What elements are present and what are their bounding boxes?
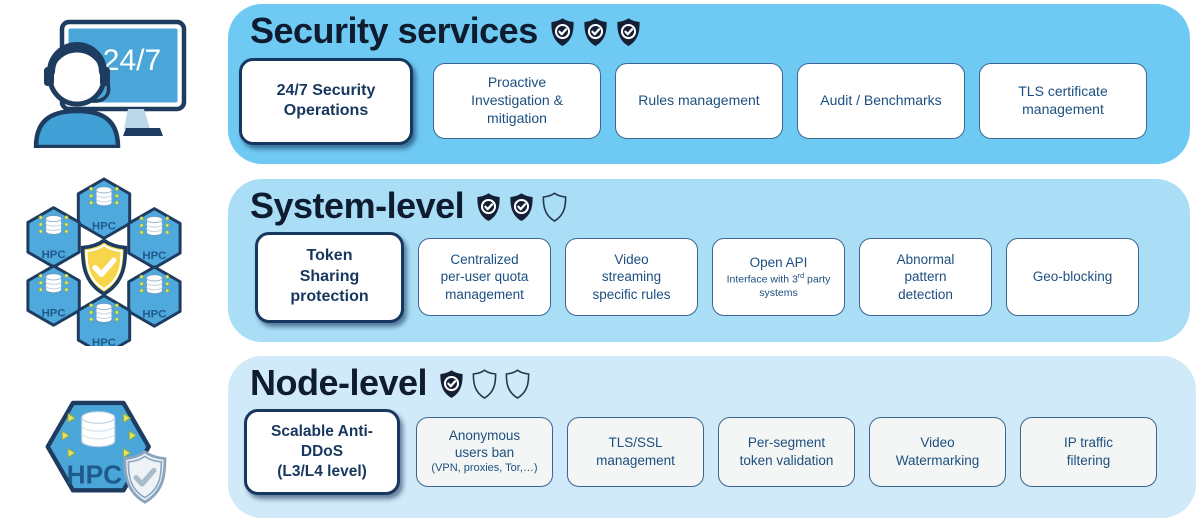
card-video-watermarking: Video Watermarking bbox=[869, 416, 1006, 487]
card-abnormal-pattern-detection: Abnormal pattern detection bbox=[859, 238, 992, 317]
security-level-shields bbox=[437, 368, 532, 400]
card-geo-blocking: Geo-blocking bbox=[1006, 238, 1139, 317]
card-audit-benchmarks: Audit / Benchmarks bbox=[797, 63, 965, 140]
card-title: Rules management bbox=[638, 92, 760, 109]
card-subtitle-text: Interface with 3 bbox=[726, 273, 798, 286]
security-level-shields bbox=[474, 191, 569, 223]
hpc-label: HPC bbox=[142, 250, 166, 262]
cards-row: Scalable Anti- DDoS (L3/L4 level) Anonymo… bbox=[228, 408, 1196, 495]
card-title: Video Watermarking bbox=[895, 435, 980, 468]
card-video-streaming-specific-rules: Video streaming specific rules bbox=[565, 238, 698, 317]
card-title: Abnormal pattern detection bbox=[896, 252, 955, 302]
card-centralized-per-user-quota-management: Centralized per-user quota management bbox=[418, 238, 551, 317]
card-title: TLS certificate management bbox=[1018, 83, 1108, 118]
hpc-node-icon: HPC bbox=[38, 386, 174, 518]
card-title: Proactive Investigation & mitigation bbox=[471, 74, 563, 127]
card-title: Token Sharing protection bbox=[290, 247, 369, 306]
card-subtitle: Interface with 3rd party systems bbox=[718, 272, 839, 300]
support-24-7-icon: 24/7 bbox=[30, 16, 190, 150]
card-title: Centralized per-user quota management bbox=[440, 252, 529, 302]
shield-filled-icon bbox=[617, 18, 640, 47]
ordinal-suffix: rd bbox=[797, 272, 805, 281]
hpc-label: HPC bbox=[42, 307, 66, 319]
shield-filled-icon bbox=[477, 193, 500, 222]
hpc-node-graphic: HPC bbox=[45, 400, 167, 504]
cards-row: Token Sharing protection Centralized per-… bbox=[228, 231, 1190, 323]
card-title: TLS/SSL management bbox=[596, 435, 675, 468]
hpc-cluster-icon: HPC HPC HPC HPC HPC HPC bbox=[20, 176, 188, 357]
card-title: Scalable Anti- DDoS (L3/L4 level) bbox=[271, 422, 373, 480]
card-title: Audit / Benchmarks bbox=[820, 92, 942, 109]
band-header: Security services bbox=[228, 4, 1190, 51]
shield-filled-icon bbox=[440, 370, 463, 399]
hpc-label: HPC bbox=[142, 308, 166, 320]
band-header: System-level bbox=[228, 179, 1190, 226]
card-title: 24/7 Security Operations bbox=[276, 81, 376, 120]
shield-outline-icon bbox=[542, 192, 567, 223]
support-24-7-graphic: 24/7 bbox=[33, 19, 187, 150]
card-subtitle-text: party systems bbox=[759, 273, 831, 299]
yellow-shield-check-icon bbox=[80, 238, 128, 297]
card-anonymous-users-ban: Anonymous users ban(VPN, proxies, Tor,…) bbox=[416, 416, 553, 487]
card-per-segment-token-validation: Per-segment token validation bbox=[718, 416, 855, 487]
hpc-label: HPC bbox=[42, 249, 66, 261]
card-scalable-anti-ddos-l3-l4-level: Scalable Anti- DDoS (L3/L4 level) bbox=[244, 408, 400, 495]
cards-row: 24/7 Security Operations Proactive Invest… bbox=[228, 57, 1190, 145]
shield-filled-icon bbox=[584, 18, 607, 47]
hpc-label: HPC bbox=[92, 337, 116, 346]
pale-shield-check-icon bbox=[123, 450, 167, 504]
screen-label-24-7: 24/7 bbox=[103, 44, 161, 77]
card-proactive-investigation-mitigation: Proactive Investigation & mitigation bbox=[433, 63, 601, 140]
card-rules-management: Rules management bbox=[615, 63, 783, 140]
band-title: Node-level bbox=[250, 362, 428, 403]
shield-filled-icon bbox=[510, 193, 533, 222]
card-token-sharing-protection: Token Sharing protection bbox=[255, 231, 404, 323]
band-title: System-level bbox=[250, 185, 465, 226]
card-tls-ssl-management: TLS/SSL management bbox=[567, 416, 704, 487]
card-title: Video streaming specific rules bbox=[592, 252, 671, 302]
card-subtitle: (VPN, proxies, Tor,…) bbox=[431, 462, 538, 475]
band-header: Node-level bbox=[228, 356, 1196, 403]
card-24-7-security-operations: 24/7 Security Operations bbox=[239, 57, 413, 145]
hpc-label: HPC bbox=[67, 460, 122, 490]
shield-filled-icon bbox=[551, 18, 574, 47]
card-ip-traffic-filtering: IP traffic filtering bbox=[1020, 416, 1157, 487]
hpc-cluster-graphic: HPC HPC HPC HPC HPC HPC bbox=[26, 177, 182, 357]
band-title: Security services bbox=[250, 10, 538, 51]
card-title: Anonymous users ban bbox=[448, 427, 521, 461]
card-title: IP traffic filtering bbox=[1063, 435, 1114, 468]
card-title: Open API bbox=[749, 255, 808, 271]
shield-outline-icon bbox=[505, 369, 530, 400]
band-security-services: Security services 24/7 Security Operation… bbox=[228, 4, 1190, 164]
card-title: Per-segment token validation bbox=[739, 435, 834, 468]
card-tls-certificate-management: TLS certificate management bbox=[979, 63, 1147, 140]
hpc-label: HPC bbox=[92, 220, 116, 232]
card-title: Geo-blocking bbox=[1032, 269, 1113, 285]
security-level-shields bbox=[548, 16, 643, 48]
shield-outline-icon bbox=[472, 369, 497, 400]
